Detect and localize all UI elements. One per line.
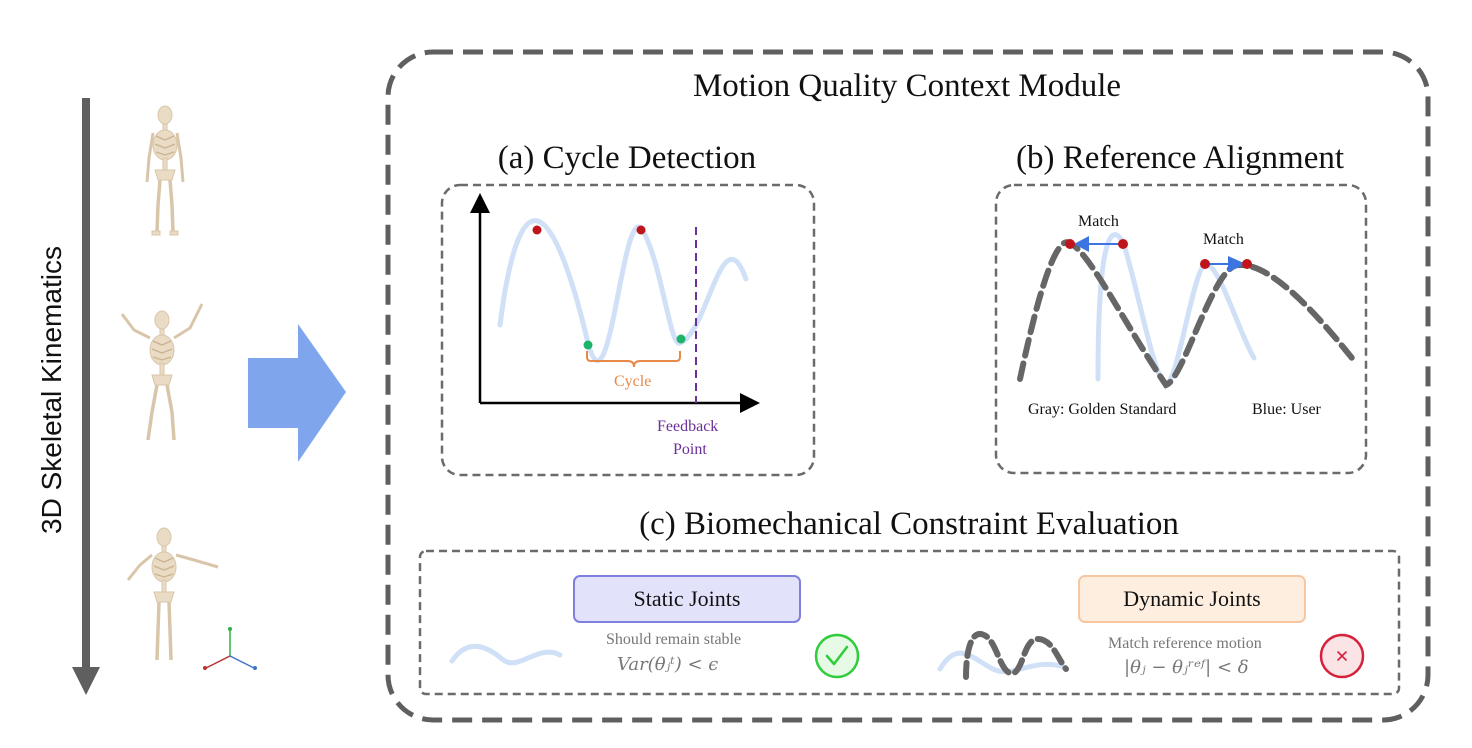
right-arrow-icon bbox=[248, 324, 346, 462]
feedback-label-line1: Feedback bbox=[657, 418, 719, 435]
cross-icon bbox=[1319, 633, 1365, 679]
dynamic-joints-label: Dynamic Joints bbox=[1078, 575, 1306, 623]
peak-point bbox=[532, 225, 542, 235]
reference-alignment-title: (b) Reference Alignment bbox=[1015, 140, 1345, 176]
static-joints-label: Static Joints bbox=[573, 575, 801, 623]
axes-gizmo-icon bbox=[203, 627, 257, 670]
cycle-detection-panel bbox=[440, 183, 816, 477]
reference-alignment-panel bbox=[994, 183, 1368, 475]
skeleton-icon bbox=[126, 527, 219, 661]
feedback-label-line2: Point bbox=[673, 441, 707, 458]
trough-point bbox=[676, 334, 686, 344]
static-formula: Var(θⱼᵗ) < ϵ bbox=[617, 654, 719, 675]
blue-legend: Blue: User bbox=[1252, 401, 1321, 418]
static-desc: Should remain stable bbox=[606, 631, 742, 648]
dynamic-desc: Match reference motion bbox=[1108, 635, 1262, 652]
constraint-panel bbox=[418, 549, 1401, 696]
dynamic-formula: |θⱼ − θⱼʳᵉᶠ| < δ bbox=[1124, 657, 1249, 678]
match-label: Match bbox=[1078, 213, 1119, 230]
gray-legend: Gray: Golden Standard bbox=[1028, 401, 1177, 418]
skeleton-icon bbox=[120, 303, 204, 441]
peak-point bbox=[636, 225, 646, 235]
cycle-label: Cycle bbox=[614, 373, 652, 390]
module-frame bbox=[385, 49, 1431, 723]
trough-point bbox=[583, 340, 593, 350]
constraint-title: (c) Biomechanical Constraint Evaluation bbox=[639, 506, 1179, 542]
timeline-down-arrow-icon bbox=[72, 98, 100, 695]
module-title: Motion Quality Context Module bbox=[692, 68, 1122, 104]
check-icon bbox=[814, 633, 860, 679]
side-label: 3D Skeletal Kinematics bbox=[36, 246, 67, 534]
match-label: Match bbox=[1203, 231, 1244, 248]
cycle-detection-title: (a) Cycle Detection bbox=[497, 140, 757, 176]
skeleton-icon bbox=[145, 105, 185, 236]
